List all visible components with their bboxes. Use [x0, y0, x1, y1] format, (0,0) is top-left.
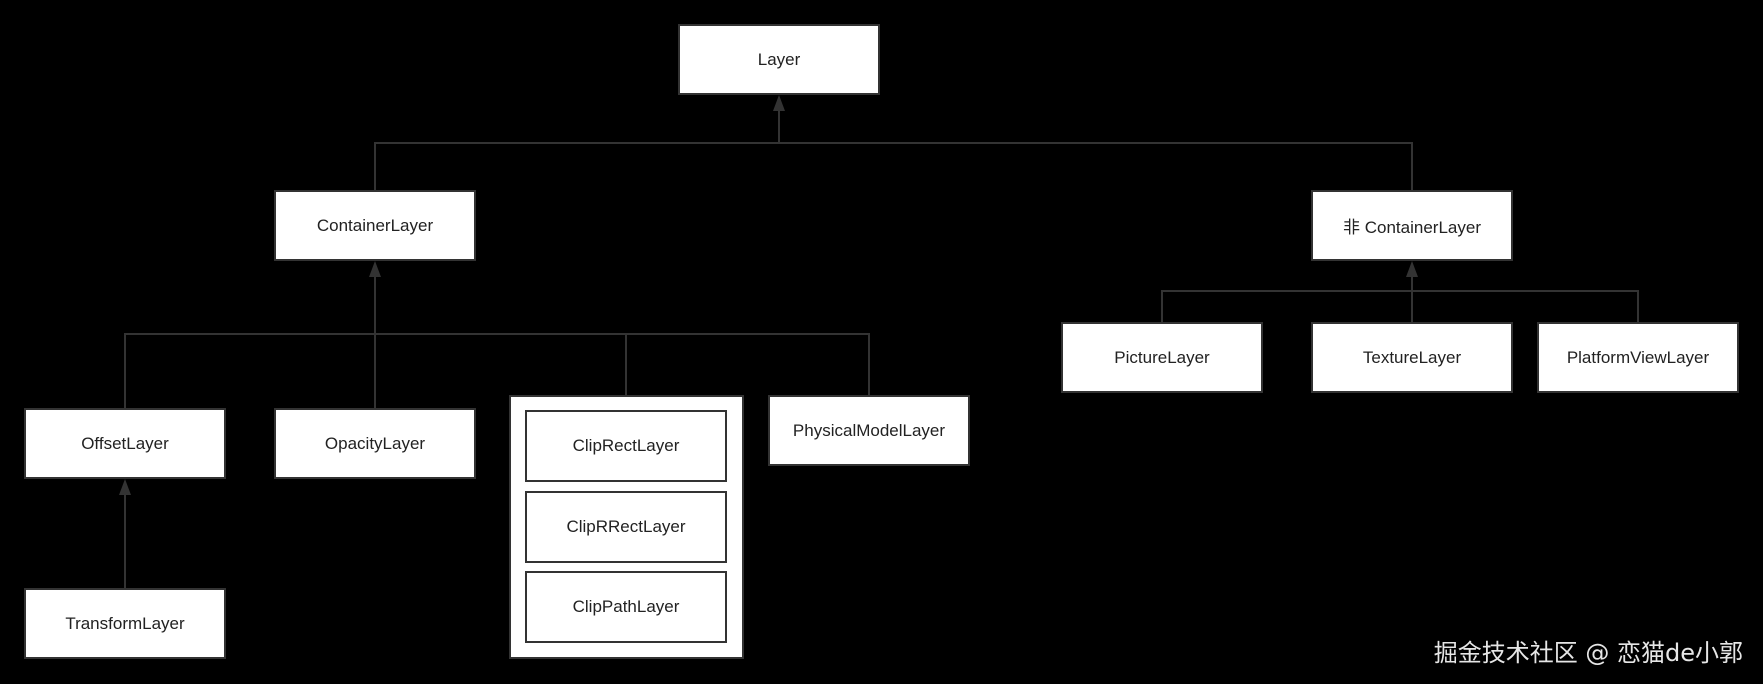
node-texture-layer: TextureLayer	[1311, 322, 1513, 393]
node-transform-layer: TransformLayer	[24, 588, 226, 659]
edge-container-to-layer	[374, 142, 1413, 191]
node-clip-path-layer: ClipPathLayer	[525, 571, 727, 643]
node-picture-layer: PictureLayer	[1061, 322, 1263, 393]
node-opacity-layer: OpacityLayer	[274, 408, 476, 479]
node-layer: Layer	[678, 24, 880, 95]
arrowhead-container	[369, 261, 381, 277]
edge-children-to-noncontainer	[1161, 290, 1639, 323]
node-non-container-layer: 非 ContainerLayer	[1311, 190, 1513, 261]
node-offset-layer: OffsetLayer	[24, 408, 226, 479]
node-platform-view-layer: PlatformViewLayer	[1537, 322, 1739, 393]
watermark-text: 掘金技术社区 @ 恋猫de小郭	[1433, 639, 1743, 667]
arrowhead-offset	[119, 479, 131, 495]
edge-children-to-container	[124, 333, 870, 409]
node-clip-rect-layer: ClipRectLayer	[525, 410, 727, 482]
arrowhead-noncontainer	[1406, 261, 1418, 277]
arrowhead-layer	[773, 95, 785, 111]
node-clip-rrect-layer: ClipRRectLayer	[525, 491, 727, 563]
node-physical-model-layer: PhysicalModelLayer	[768, 395, 970, 466]
node-container-layer: ContainerLayer	[274, 190, 476, 261]
